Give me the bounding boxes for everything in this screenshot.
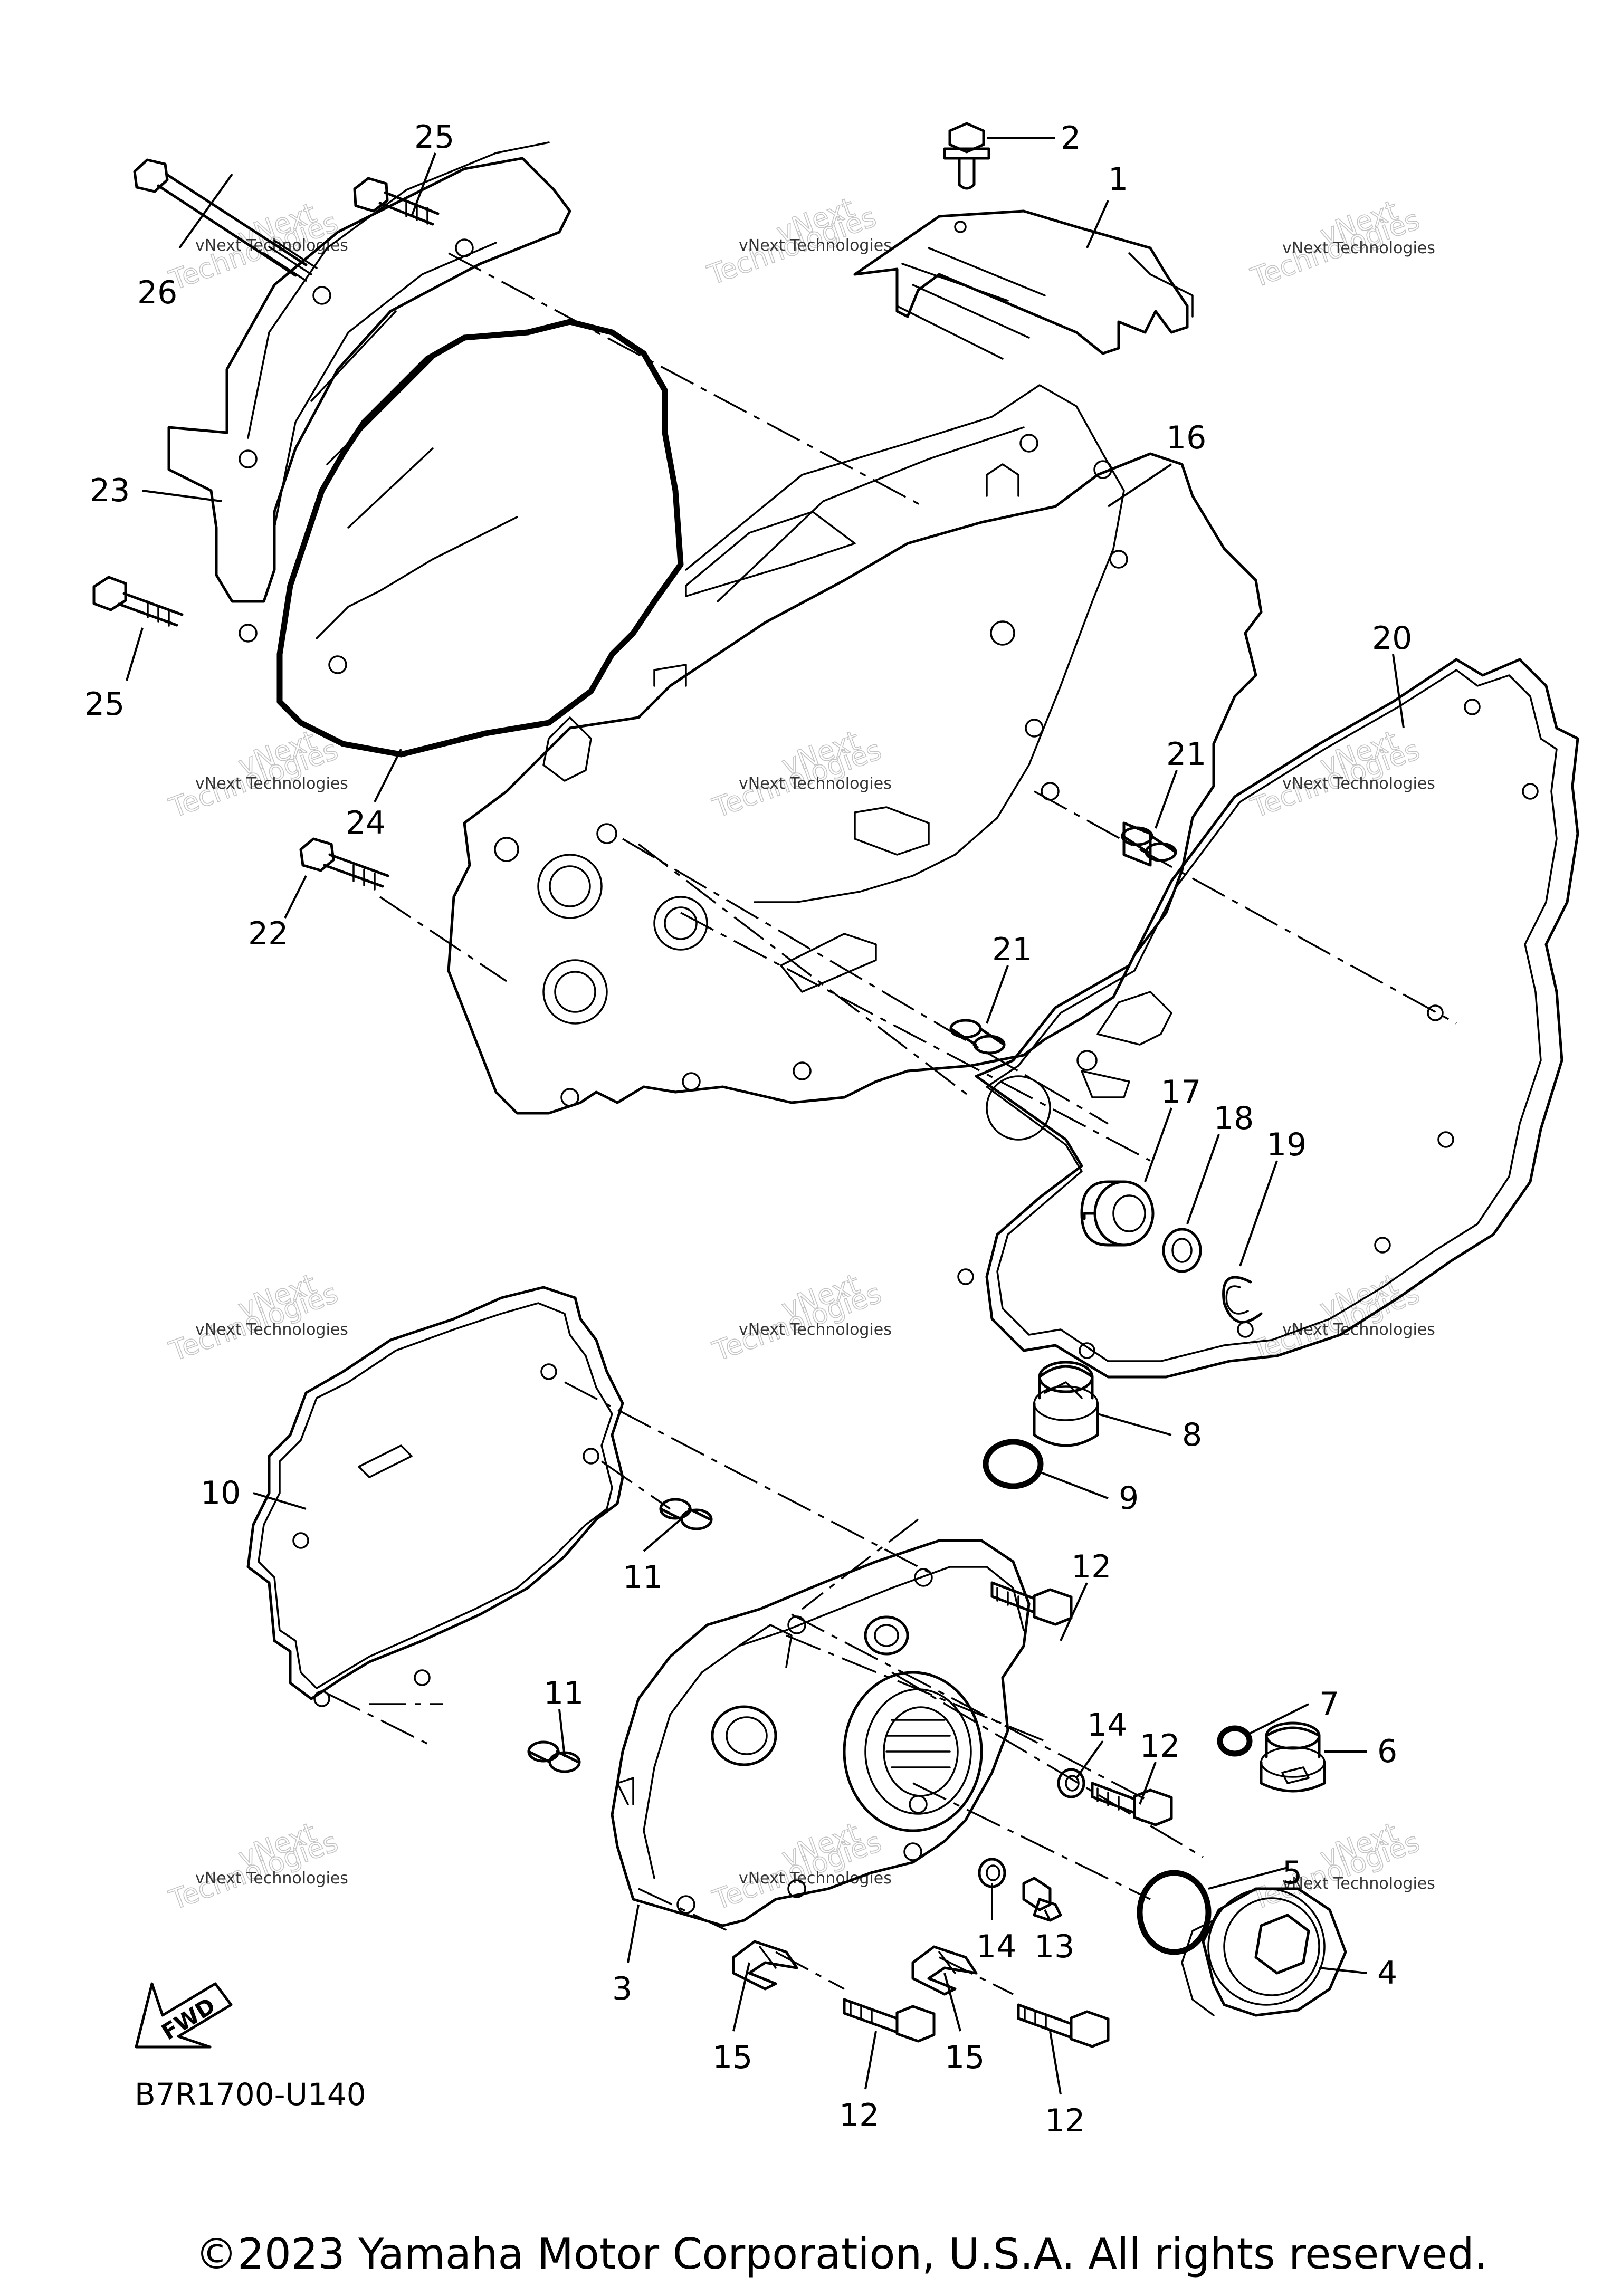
- svg-text:vNext Technologies: vNext Technologies: [739, 1321, 892, 1339]
- watermark: vNext Technologies vNext Technologies: [708, 1268, 892, 1368]
- svg-text:vNext Technologies: vNext Technologies: [739, 236, 892, 255]
- gasket-part-10: [246, 1286, 624, 1707]
- washer-part-18: [1162, 1228, 1202, 1273]
- plug-part-4: [1181, 1887, 1347, 2017]
- callout-26: 26: [137, 274, 177, 311]
- callout-13: 13: [1034, 1928, 1074, 1965]
- bolt-part-12-d: [1017, 2003, 1110, 2048]
- svg-text:vNext Technologies: vNext Technologies: [195, 1321, 348, 1339]
- clip-part-15-right: [911, 1945, 978, 1996]
- watermark: vNext Technologies vNext Technologies: [1246, 194, 1435, 294]
- o-ring-part-5: [1137, 1870, 1212, 1955]
- crankcase-cover-part-16: [447, 384, 1263, 1115]
- dowel-pin-part-21-upper: [1121, 821, 1177, 867]
- cover-plate-part-1: [853, 209, 1194, 360]
- callout-7: 7: [1319, 1686, 1339, 1723]
- bolt-part-25-top: [353, 177, 440, 226]
- watermark: vNext Technologies vNext Technologies: [708, 1816, 892, 1917]
- callout-21-upper: 21: [1166, 736, 1206, 773]
- callout-labels: 2 1 25 26 23 25 24 22 16 20 21 21 17 18 …: [84, 119, 1412, 2139]
- callout-25-top: 25: [414, 119, 454, 156]
- gasket-part-20: [957, 658, 1579, 1379]
- bleed-bolt-part-13: [1022, 1877, 1062, 1922]
- o-ring-part-7: [1217, 1725, 1253, 1757]
- plug-part-6: [1260, 1721, 1326, 1793]
- washer-part-14-lower: [978, 1858, 1006, 1888]
- dowel-pin-part-11-lower: [527, 1740, 581, 1773]
- callout-17: 17: [1161, 1074, 1201, 1111]
- gasket-part-24: [276, 319, 684, 758]
- alignment-lines-top: [379, 252, 1457, 1162]
- callout-14-lower: 14: [976, 1928, 1016, 1965]
- callout-8: 8: [1182, 1417, 1202, 1453]
- callout-5: 5: [1282, 1854, 1302, 1891]
- callout-12-d: 12: [1045, 2102, 1085, 2139]
- callout-4: 4: [1377, 1955, 1397, 1992]
- dowel-pin-part-11-upper: [659, 1498, 713, 1530]
- clip-part-15-left: [732, 1940, 798, 1991]
- watermark: vNext Technologies vNext Technologies: [165, 1816, 348, 1917]
- svg-text:vNext Technologies: vNext Technologies: [1282, 239, 1435, 257]
- callout-12-a: 12: [1071, 1548, 1111, 1585]
- diagram-code: B7R1700-U140: [135, 2077, 366, 2112]
- watermark: vNext Technologies vNext Technologies: [1246, 1816, 1435, 1917]
- washer-part-14-upper: [1057, 1768, 1085, 1798]
- callout-24: 24: [346, 805, 386, 841]
- callout-11-lower: 11: [543, 1675, 584, 1712]
- callout-11-upper: 11: [623, 1559, 663, 1596]
- watermark: vNext Technologies vNext Technologies: [1246, 1268, 1435, 1368]
- bolt-part-12-b: [1091, 1782, 1173, 1826]
- watermarks: vNext Technologies vNext Technologies vN…: [165, 192, 1435, 1917]
- callout-22: 22: [248, 915, 288, 952]
- circlip-part-19: [1222, 1276, 1263, 1324]
- svg-text:vNext Technologies: vNext Technologies: [739, 774, 892, 793]
- callout-9: 9: [1119, 1480, 1139, 1517]
- bolt-part-2: [943, 122, 990, 190]
- callout-19: 19: [1266, 1126, 1307, 1163]
- dowel-pin-part-21-lower: [949, 1019, 1006, 1055]
- watermark: vNext Technologies vNext Technologies: [708, 724, 892, 825]
- bolt-part-12-a: [990, 1581, 1073, 1626]
- callout-20: 20: [1372, 620, 1412, 657]
- callout-21-lower: 21: [992, 931, 1032, 968]
- watermark: vNext Technologies vNext Technologies: [165, 724, 348, 825]
- bolt-part-26: [133, 158, 318, 282]
- cover-part-3: [611, 1539, 1031, 1927]
- callout-15-right: 15: [945, 2039, 985, 2076]
- svg-text:vNext Technologies: vNext Technologies: [739, 1869, 892, 1888]
- bolt-part-25-left: [92, 576, 184, 627]
- clutch-cover-part-23: [167, 141, 571, 674]
- svg-text:vNext Technologies: vNext Technologies: [195, 1869, 348, 1888]
- o-ring-part-9: [983, 1439, 1044, 1489]
- copyright: ©2023 Yamaha Motor Corporation, U.S.A. A…: [195, 2230, 1487, 2279]
- callout-18: 18: [1214, 1100, 1254, 1137]
- leader-lines: [126, 137, 1405, 2095]
- callout-2: 2: [1061, 120, 1081, 157]
- callout-3: 3: [612, 1970, 632, 2007]
- svg-text:vNext Technologies: vNext Technologies: [1282, 774, 1435, 793]
- callout-1: 1: [1108, 161, 1128, 198]
- svg-text:vNext Technologies: vNext Technologies: [1282, 1874, 1435, 1893]
- filler-cap-part-8: [1033, 1361, 1099, 1447]
- fwd-arrow-icon: FWD: [135, 1982, 233, 2049]
- callout-12-c: 12: [839, 2097, 879, 2134]
- callout-6: 6: [1377, 1733, 1397, 1770]
- callout-16: 16: [1166, 419, 1206, 456]
- alignment-lines-bottom: [327, 1381, 1204, 1995]
- callout-14-upper: 14: [1087, 1707, 1127, 1744]
- oil-seal-part-17: [1080, 1180, 1155, 1247]
- watermark: vNext Technologies vNext Technologies: [165, 1268, 348, 1368]
- callout-12-b: 12: [1140, 1728, 1180, 1765]
- watermark: vNext Technologies vNext Technologies: [703, 192, 892, 292]
- bolt-part-12-c: [843, 1998, 936, 2043]
- callout-23: 23: [90, 472, 130, 509]
- callout-10: 10: [201, 1475, 241, 1511]
- callout-15-left: 15: [712, 2039, 752, 2076]
- bolt-part-22: [299, 837, 389, 891]
- svg-text:vNext Technologies: vNext Technologies: [195, 774, 348, 793]
- callout-25-left: 25: [84, 686, 125, 723]
